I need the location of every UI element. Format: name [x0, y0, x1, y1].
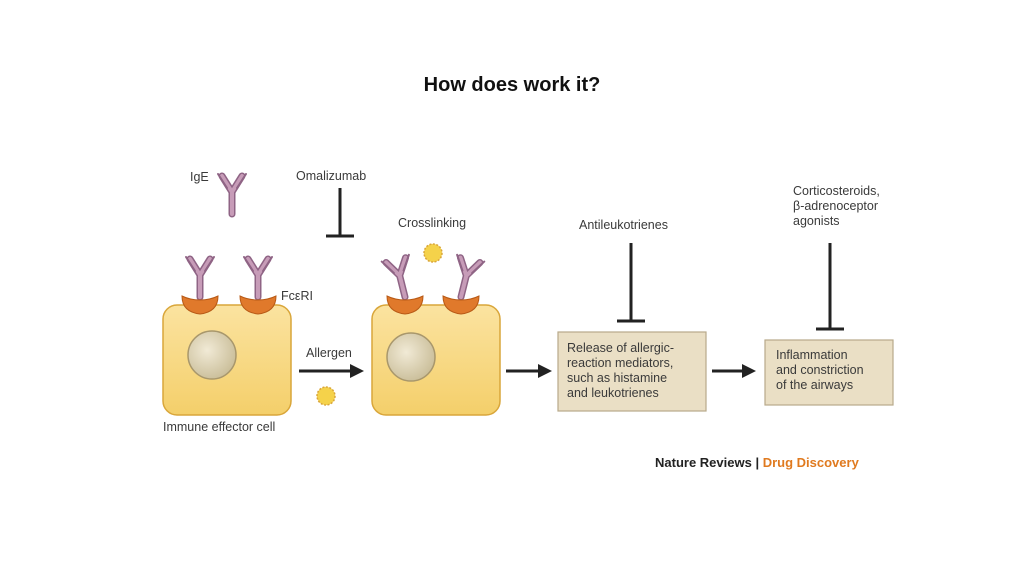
allergen-arrow — [299, 364, 364, 378]
crosslinking-label: Crosslinking — [398, 216, 466, 230]
antileukotrienes-inhibitor-bar — [617, 243, 645, 323]
omalizumab-inhibitor-bar — [326, 188, 354, 238]
crosslinked-ige-antibody — [382, 255, 419, 301]
corticosteroids-inhibitor-bar — [816, 243, 844, 331]
source-credit: Nature Reviews | Drug Discovery — [655, 455, 860, 470]
corticosteroids-label: β-adrenoceptor — [793, 199, 878, 213]
immune-cell-label: Immune effector cell — [163, 420, 275, 434]
release-box-line: and leukotrienes — [567, 386, 659, 400]
release-box-line: such as histamine — [567, 371, 667, 385]
bound-ige-antibody — [244, 257, 272, 297]
antileukotrienes-label: Antileukotrienes — [579, 218, 668, 232]
activated-immune-cell — [371, 304, 501, 416]
inflammation-box-line: and constriction — [776, 363, 864, 377]
release-box-line: reaction mediators, — [567, 356, 673, 370]
slide-title: How does work it? — [423, 74, 601, 96]
ige-label: IgE — [190, 170, 209, 184]
crosslinking-allergen — [423, 243, 443, 263]
allergen-particle — [316, 386, 336, 406]
flow-arrow — [712, 364, 756, 378]
inflammation-box — [764, 339, 894, 406]
bound-ige-antibody — [186, 257, 214, 297]
fceri-label: FcεRI — [281, 289, 313, 303]
credit-journal: Drug Discovery — [763, 455, 860, 470]
mediator-release-box — [557, 331, 707, 412]
omalizumab-label: Omalizumab — [296, 169, 366, 183]
inflammation-box-line: Inflammation — [776, 348, 848, 362]
release-box-line: Release of allergic- — [567, 341, 674, 355]
cell-nucleus — [187, 330, 237, 380]
credit-publisher: Nature Reviews — [655, 455, 752, 470]
free-ige-antibody — [218, 174, 246, 214]
allergen-label: Allergen — [306, 346, 352, 360]
inflammation-box-line: of the airways — [776, 378, 853, 392]
credit-separator: | — [752, 455, 763, 470]
crosslinked-ige-antibody — [447, 255, 484, 301]
corticosteroids-label: agonists — [793, 214, 840, 228]
flow-arrow — [506, 364, 552, 378]
corticosteroids-label: Corticosteroids, — [793, 184, 880, 198]
cell-nucleus — [386, 332, 436, 382]
